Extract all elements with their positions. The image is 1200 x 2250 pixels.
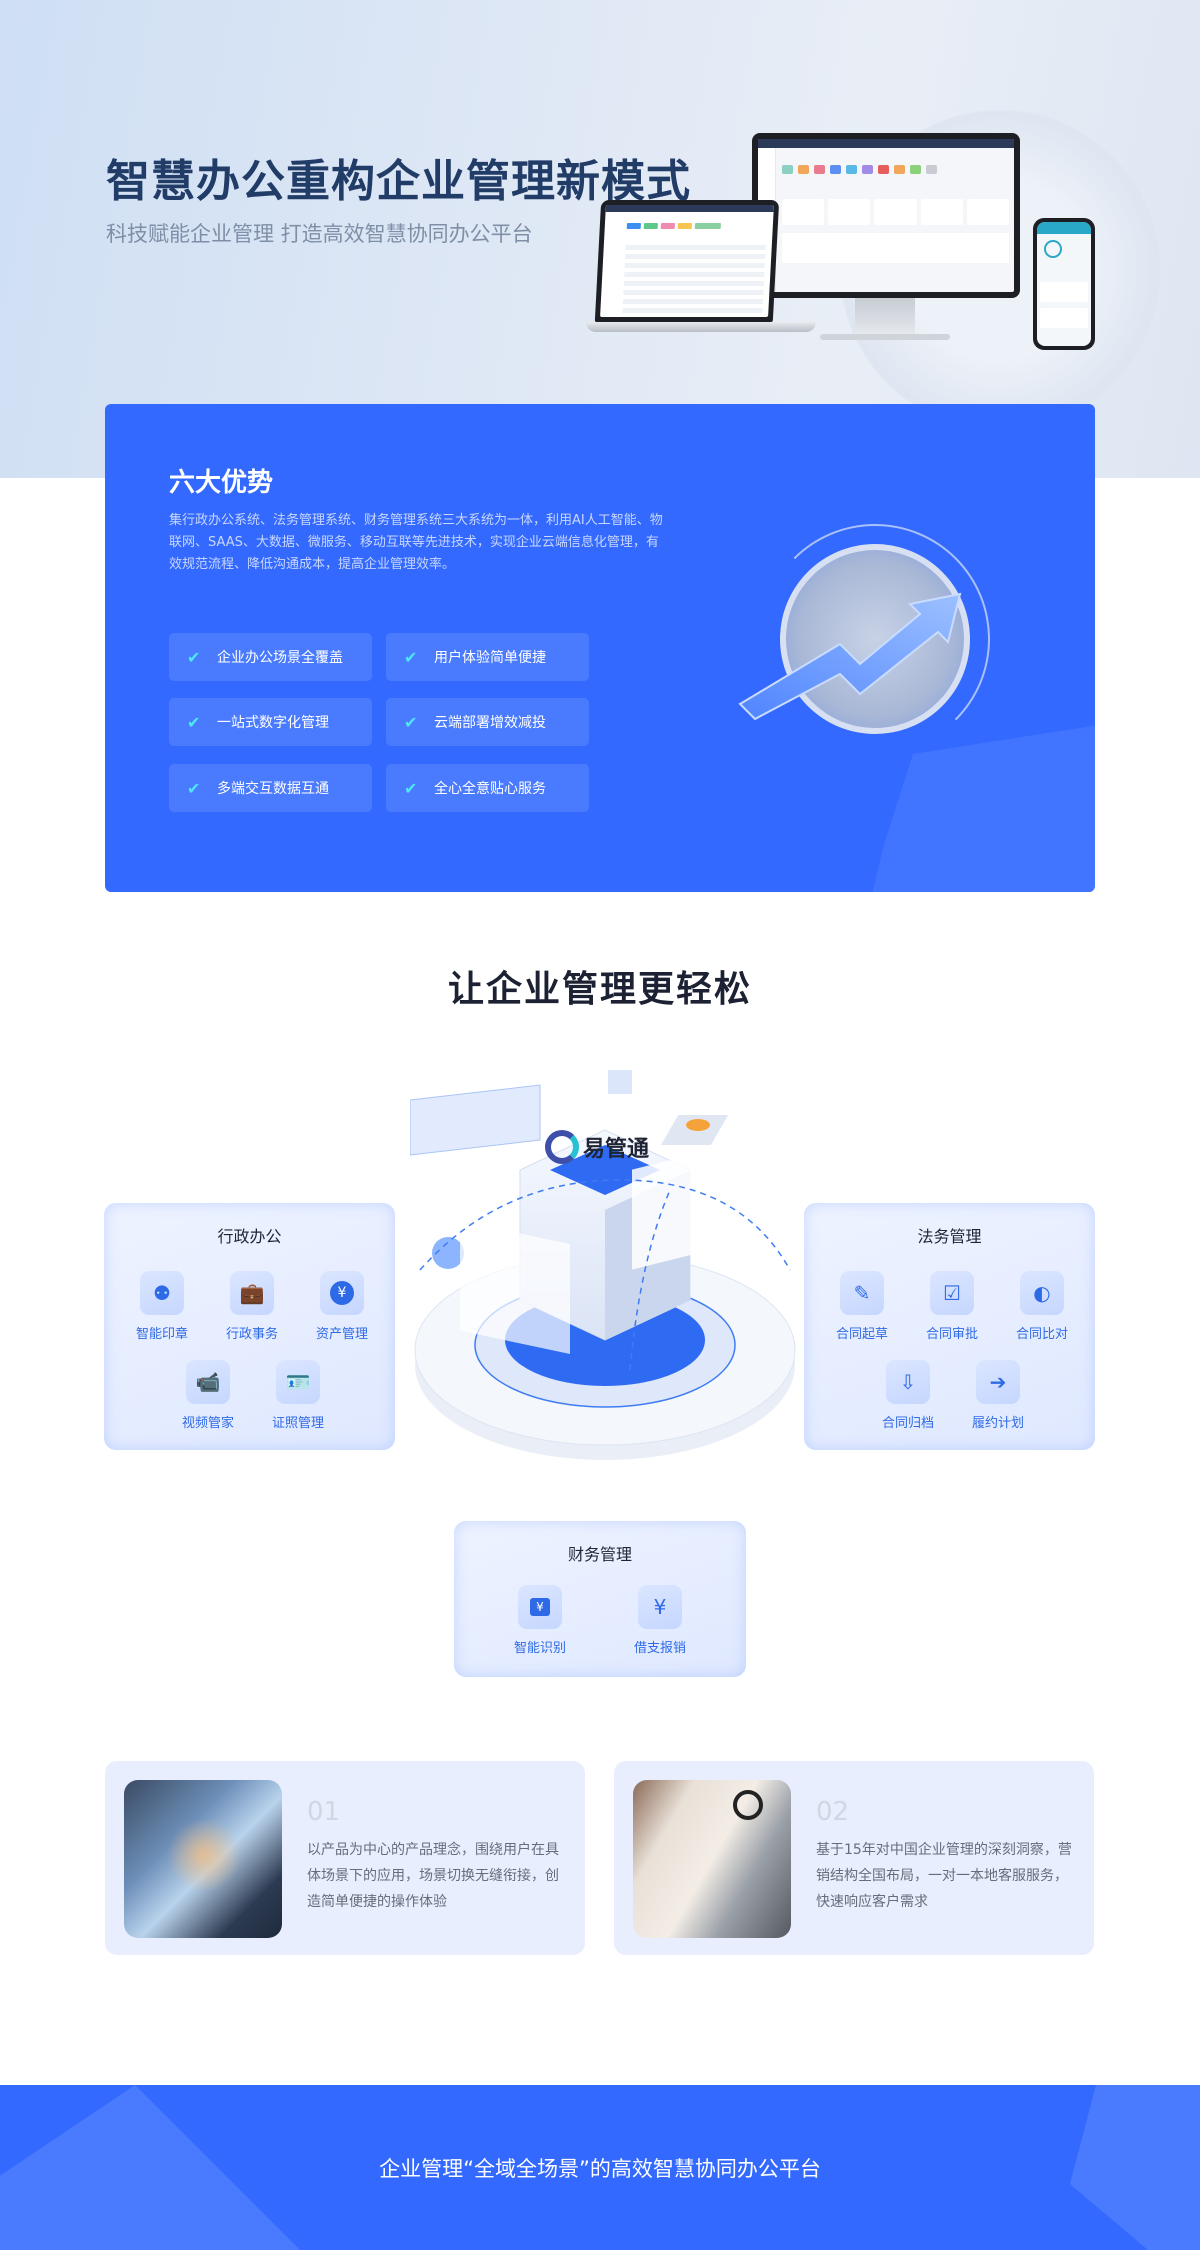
footer-banner: 企业管理“全域全场景”的高效智慧协同办公平台 <box>0 2085 1200 2250</box>
advantage-item: ✔ 企业办公场景全覆盖 <box>169 633 372 681</box>
module-item-contract-archive[interactable]: ⇩ 合同归档 <box>863 1360 953 1431</box>
module-item-label: 合同比对 <box>1015 1327 1068 1342</box>
feature-card: 02 基于15年对中国企业管理的深刻洞察，营销结构全国布局，一对一本地客服服务，… <box>614 1761 1094 1955</box>
feature-number: 02 <box>816 1797 850 1827</box>
yen-hand-icon: ¥ <box>638 1585 682 1629</box>
module-title: 行政办公 <box>217 1227 282 1246</box>
module-item-asset-management[interactable]: ¥ 资产管理 <box>297 1271 387 1342</box>
module-item-smart-seal[interactable]: ⚉ 智能印章 <box>117 1271 207 1342</box>
modules-section-title: 让企业管理更轻松 <box>447 969 752 1010</box>
camera-icon: 📹 <box>186 1360 230 1404</box>
module-item-label: 资产管理 <box>315 1327 368 1342</box>
advantage-item: ✔ 全心全意贴心服务 <box>386 764 589 812</box>
check-icon: ✔ <box>404 647 418 667</box>
advantage-item: ✔ 一站式数字化管理 <box>169 698 372 746</box>
module-item-license-management[interactable]: 🪪 证照管理 <box>253 1360 343 1431</box>
check-icon: ✔ <box>187 712 201 732</box>
id-card-icon: 🪪 <box>276 1360 320 1404</box>
laptop-base <box>586 322 816 332</box>
advantage-item: ✔ 用户体验简单便捷 <box>386 633 589 681</box>
advantages-description: 集行政办公系统、法务管理系统、财务管理系统三大系统为一体，利用AI人工智能、物联… <box>169 513 663 572</box>
hero-banner: 智慧办公重构企业管理新模式 科技赋能企业管理 打造高效智慧协同办公平台 <box>0 0 1200 478</box>
advantage-label: 多端交互数据互通 <box>217 781 329 797</box>
advantage-item: ✔ 云端部署增效减投 <box>386 698 589 746</box>
yen-scan-icon: ¥ <box>518 1585 562 1629</box>
module-item-loan-reimbursement[interactable]: ¥ 借支报销 <box>615 1585 705 1656</box>
archive-icon: ⇩ <box>886 1360 930 1404</box>
module-item-label: 借支报销 <box>633 1641 686 1656</box>
check-icon: ✔ <box>187 647 201 667</box>
module-item-label: 合同起草 <box>835 1327 888 1342</box>
edit-document-icon: ✎ <box>840 1271 884 1315</box>
footer-slogan: 企业管理“全域全场景”的高效智慧协同办公平台 <box>379 2157 821 2181</box>
half-circle-icon: ◐ <box>1020 1271 1064 1315</box>
module-item-contract-draft[interactable]: ✎ 合同起草 <box>817 1271 907 1342</box>
advantages-title: 六大优势 <box>169 468 274 498</box>
growth-arrow-emblem-icon <box>720 524 1020 764</box>
advantage-item: ✔ 多端交互数据互通 <box>169 764 372 812</box>
feature-description: 以产品为中心的产品理念，围绕用户在具体场景下的应用，场景切换无缝衔接，创造简单便… <box>307 1842 559 1910</box>
product-logo: 易管通 <box>545 1130 649 1164</box>
module-item-smart-recognition[interactable]: ¥ 智能识别 <box>495 1585 585 1656</box>
check-icon: ✔ <box>187 778 201 798</box>
module-item-contract-approval[interactable]: ☑ 合同审批 <box>907 1271 997 1342</box>
advantage-label: 全心全意贴心服务 <box>434 781 546 797</box>
yen-coin-icon: ¥ <box>320 1271 364 1315</box>
module-item-performance-plan[interactable]: ➔ 履约计划 <box>953 1360 1043 1431</box>
module-item-label: 履约计划 <box>971 1416 1024 1431</box>
advantage-label: 用户体验简单便捷 <box>434 650 546 666</box>
monitor-stand-base <box>820 334 950 340</box>
e-logo-icon <box>545 1130 579 1164</box>
module-item-label: 合同审批 <box>925 1327 978 1342</box>
module-item-label: 智能识别 <box>513 1641 566 1656</box>
laptop-mockup <box>594 200 780 322</box>
platform-hub-illustration: 易管通 <box>409 1060 800 1480</box>
module-item-label: 智能印章 <box>135 1327 188 1342</box>
file-arrow-icon: ➔ <box>976 1360 1020 1404</box>
module-item-admin-affairs[interactable]: 💼 行政事务 <box>207 1271 297 1342</box>
feature-description: 基于15年对中国企业管理的深刻洞察，营销结构全国布局，一对一本地客服服务，快速响… <box>816 1842 1072 1910</box>
feature-card: 01 以产品为中心的产品理念，围绕用户在具体场景下的应用，场景切换无缝衔接，创造… <box>105 1761 585 1955</box>
hands-on-keyboard-photo <box>124 1780 282 1938</box>
stamp-icon: ⚉ <box>140 1271 184 1315</box>
module-title: 财务管理 <box>567 1545 632 1564</box>
legal-management-module: 法务管理 ✎ 合同起草 ☑ 合同审批 ◐ 合同比对 ⇩ 合同归档 ➔ 履约计划 <box>804 1203 1095 1450</box>
desktop-dashboard-mockup <box>752 133 1020 298</box>
advantage-label: 企业办公场景全覆盖 <box>217 650 343 666</box>
check-icon: ✔ <box>404 778 418 798</box>
module-title: 法务管理 <box>917 1227 982 1246</box>
module-item-label: 合同归档 <box>881 1416 934 1431</box>
module-item-label: 行政事务 <box>225 1327 278 1342</box>
module-item-label: 证照管理 <box>271 1416 324 1431</box>
monitor-stand <box>855 298 915 336</box>
briefcase-icon: 💼 <box>230 1271 274 1315</box>
advantage-label: 一站式数字化管理 <box>217 715 329 731</box>
feature-number: 01 <box>307 1797 341 1827</box>
advantage-label: 云端部署增效减投 <box>434 715 546 731</box>
approve-document-icon: ☑ <box>930 1271 974 1315</box>
product-logo-text: 易管通 <box>583 1137 650 1162</box>
finance-management-module: 财务管理 ¥ 智能识别 ¥ 借支报销 <box>454 1521 746 1677</box>
module-item-video-butler[interactable]: 📹 视频管家 <box>163 1360 253 1431</box>
phone-mockup <box>1033 218 1095 350</box>
admin-office-module: 行政办公 ⚉ 智能印章 💼 行政事务 ¥ 资产管理 📹 视频管家 🪪 证照管理 <box>104 1203 395 1450</box>
hero-title: 智慧办公重构企业管理新模式 <box>106 156 691 207</box>
hero-subtitle: 科技赋能企业管理 打造高效智慧协同办公平台 <box>106 222 533 246</box>
check-icon: ✔ <box>404 712 418 732</box>
module-item-label: 视频管家 <box>181 1416 234 1431</box>
module-item-contract-compare[interactable]: ◐ 合同比对 <box>997 1271 1087 1342</box>
customer-service-headset-photo <box>633 1780 791 1938</box>
advantages-panel: 六大优势 集行政办公系统、法务管理系统、财务管理系统三大系统为一体，利用AI人工… <box>105 404 1095 892</box>
